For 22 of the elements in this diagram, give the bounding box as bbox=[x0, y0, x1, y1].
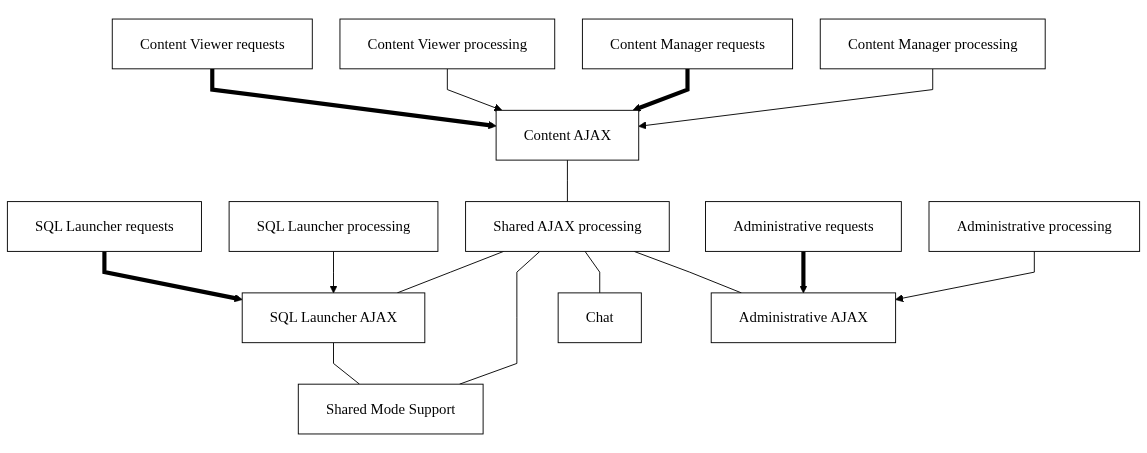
node-box: Shared AJAX processing bbox=[465, 201, 670, 252]
node-box: Administrative requests bbox=[705, 201, 902, 252]
node-box: Administrative processing bbox=[928, 201, 1141, 252]
node-box: Administrative AJAX bbox=[710, 292, 897, 344]
arrow bbox=[799, 251, 808, 294]
node-box: SQL Launcher requests bbox=[6, 201, 202, 252]
connector bbox=[459, 250, 541, 385]
arrow bbox=[102, 251, 243, 303]
node-box: Shared Mode Support bbox=[297, 383, 484, 435]
arrow bbox=[632, 68, 690, 112]
node-box: Content Viewer processing bbox=[339, 18, 556, 70]
node-box: SQL Launcher AJAX bbox=[241, 292, 426, 344]
connector bbox=[333, 342, 360, 385]
node-box: Content Manager requests bbox=[581, 18, 794, 70]
node-box: Content Viewer requests bbox=[111, 18, 313, 70]
connector bbox=[566, 159, 568, 203]
node-box: SQL Launcher processing bbox=[228, 201, 439, 252]
connector bbox=[584, 250, 601, 294]
node-box: Content Manager processing bbox=[819, 18, 1046, 70]
node-box: Chat bbox=[557, 292, 642, 344]
arrow bbox=[210, 68, 497, 130]
node-box: Content AJAX bbox=[495, 109, 640, 161]
